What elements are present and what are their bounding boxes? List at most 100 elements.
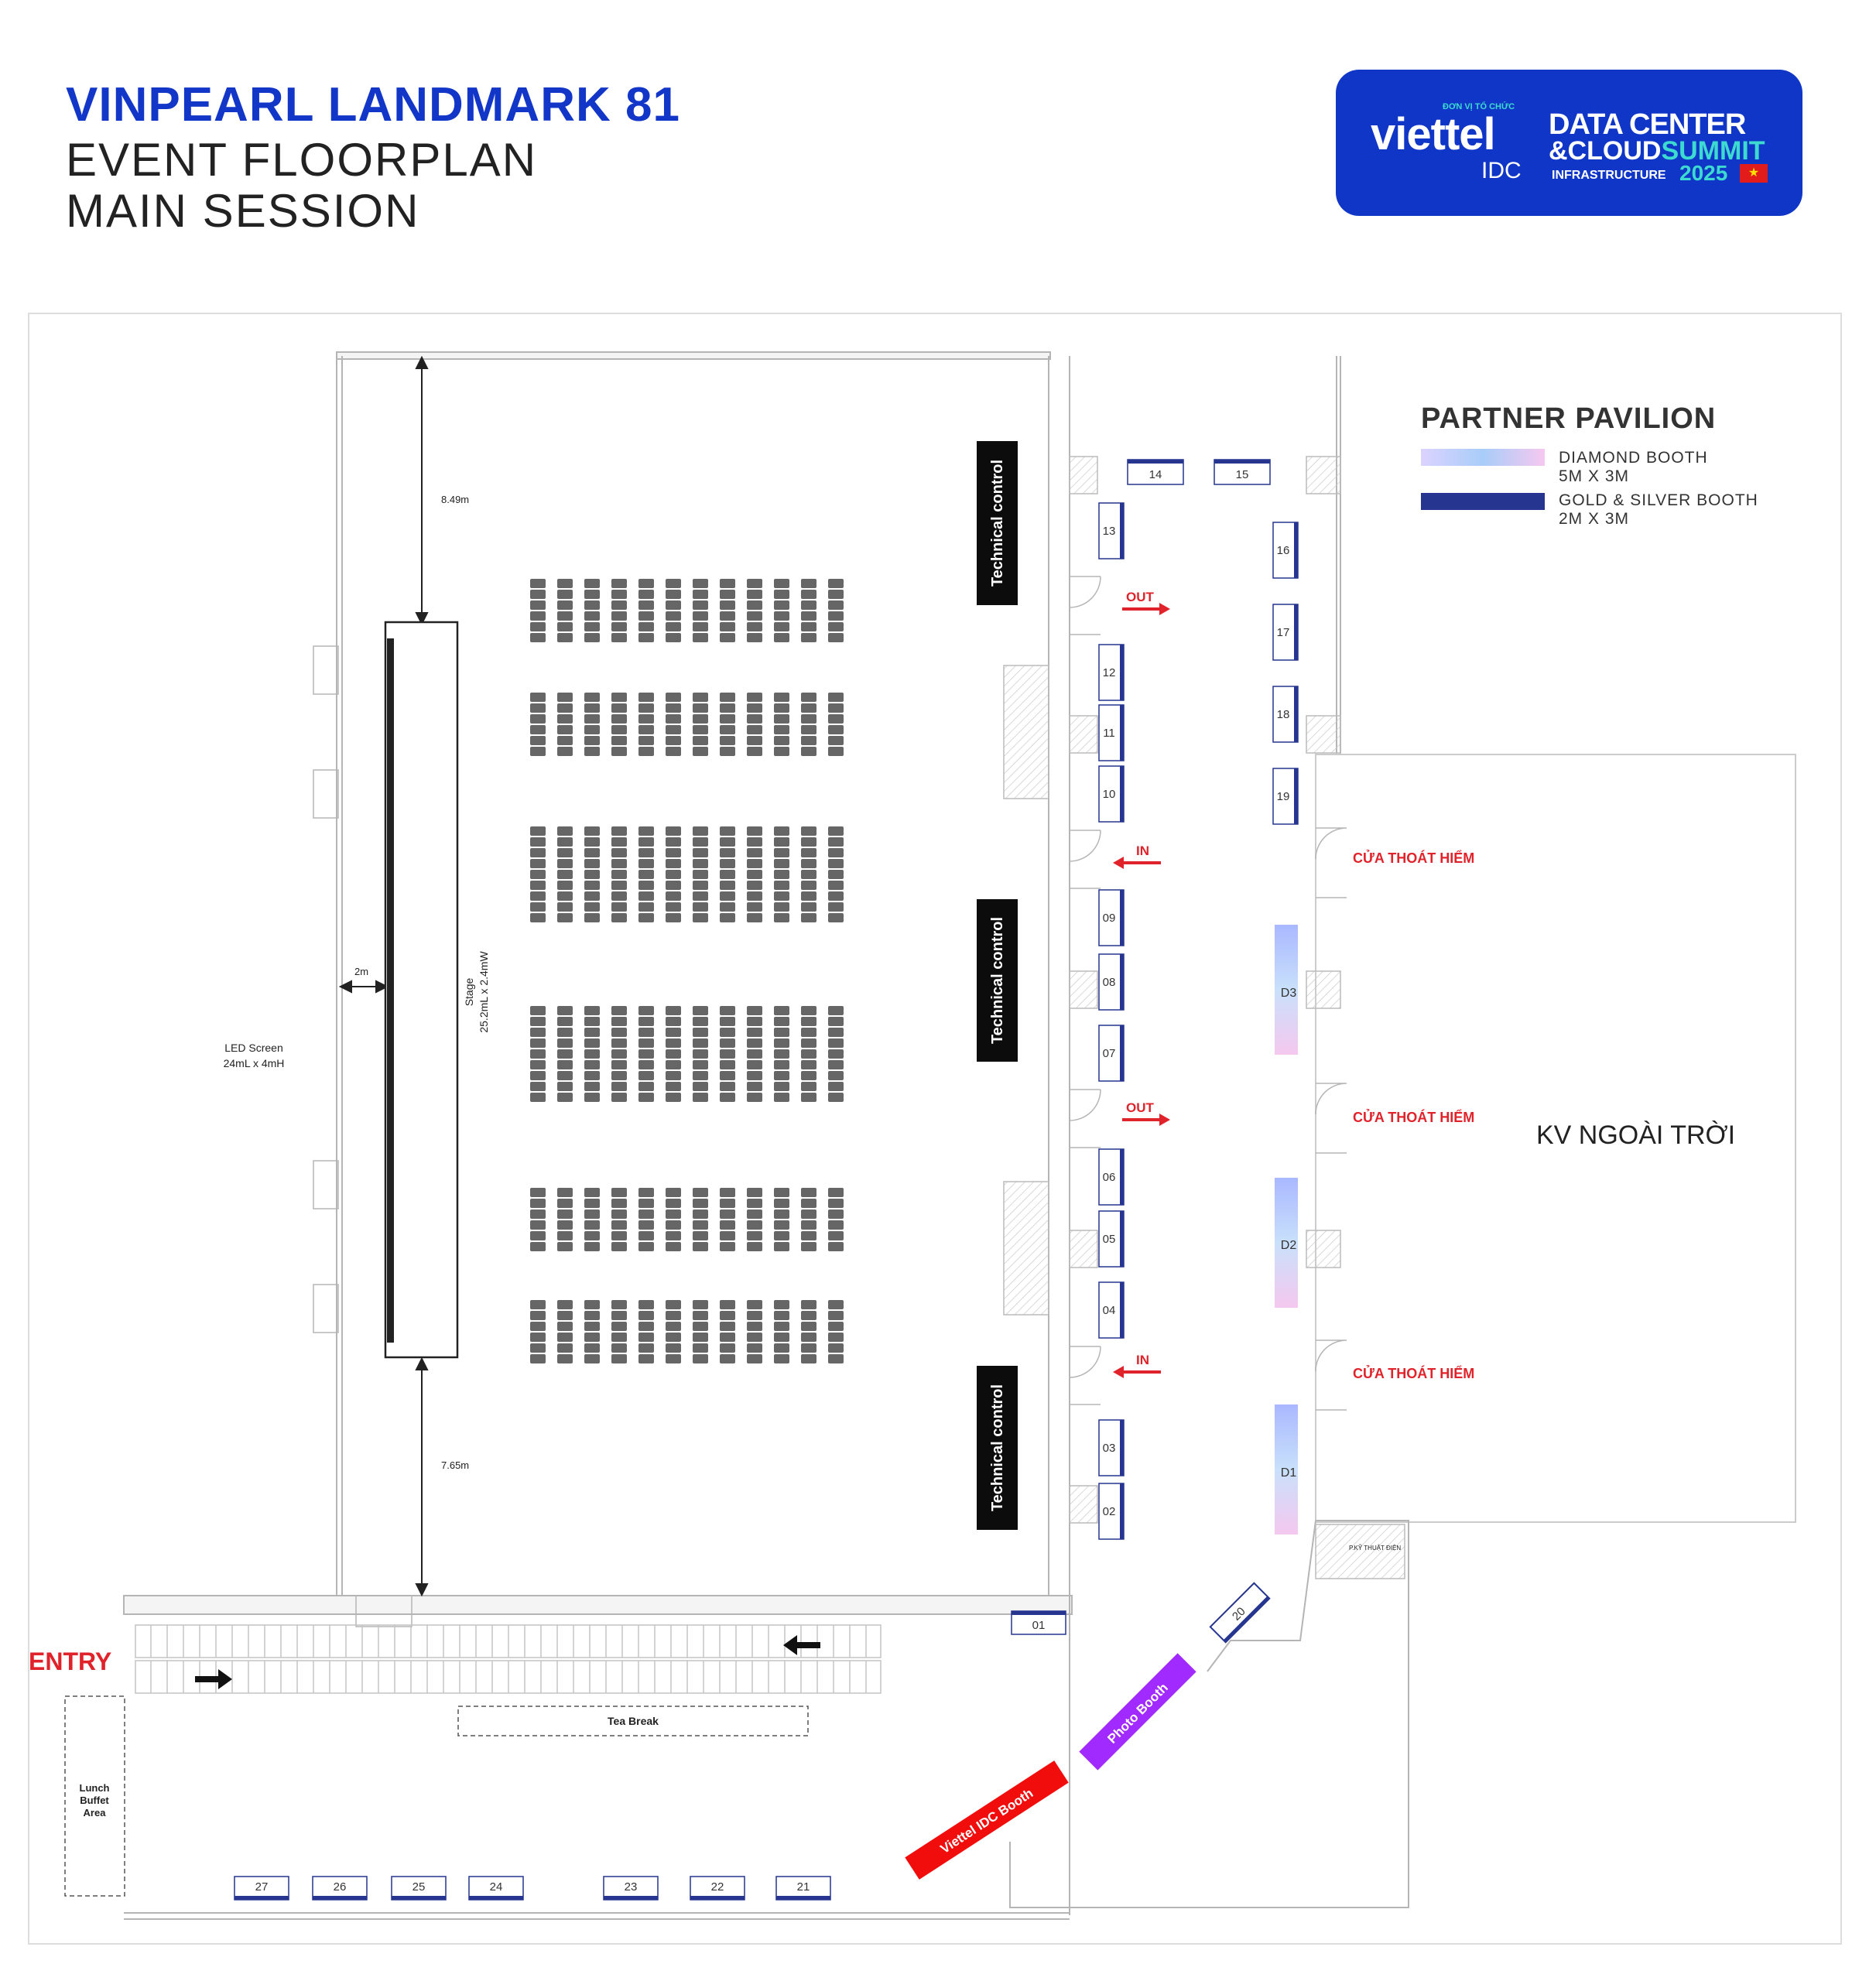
seat (801, 1322, 816, 1331)
seat (801, 1060, 816, 1069)
booth-18-stripe (1294, 686, 1298, 742)
seat (530, 870, 546, 879)
seat (828, 1071, 844, 1080)
photo-booth-label: Photo Booth (1104, 1680, 1171, 1747)
seat (611, 1188, 627, 1197)
seat (666, 633, 681, 642)
seat (747, 881, 762, 890)
seat (638, 1188, 654, 1197)
lunch-label-2: Buffet (80, 1795, 109, 1806)
seat (828, 1082, 844, 1091)
seat (828, 590, 844, 599)
booth-07-shape (1098, 1025, 1125, 1082)
seat (828, 891, 844, 901)
seat (530, 1354, 546, 1363)
seat (801, 826, 816, 836)
seat (557, 1188, 573, 1197)
seat (774, 1199, 789, 1208)
seat (557, 1322, 573, 1331)
seat (747, 891, 762, 901)
booth-22-label: 22 (711, 1880, 724, 1894)
seat (774, 590, 789, 599)
seat (666, 837, 681, 847)
booth-shapes (234, 459, 1299, 1901)
seat (638, 600, 654, 610)
seat (666, 1311, 681, 1320)
seat (611, 1343, 627, 1353)
seat (693, 1333, 708, 1342)
seat (693, 693, 708, 702)
seat (720, 703, 735, 713)
seat (611, 714, 627, 724)
seat (584, 693, 600, 702)
seat (801, 1354, 816, 1363)
seat (611, 1311, 627, 1320)
seat (638, 1093, 654, 1102)
seat (720, 881, 735, 890)
seat (801, 725, 816, 734)
technical-control-2: Technical control (989, 917, 1006, 1044)
seat (720, 1017, 735, 1026)
seat (720, 1242, 735, 1251)
seat (557, 1028, 573, 1037)
seat (693, 590, 708, 599)
seat (557, 870, 573, 879)
seat (530, 1209, 546, 1219)
seat (666, 1188, 681, 1197)
stage-label: Stage (463, 977, 475, 1006)
seat (530, 590, 546, 599)
seat (666, 611, 681, 621)
seat (774, 611, 789, 621)
seat (557, 837, 573, 847)
entry-label: ENTRY (29, 1647, 111, 1675)
seat (693, 600, 708, 610)
plan-border (28, 313, 1842, 1945)
seat (557, 693, 573, 702)
seat (638, 1300, 654, 1309)
seat (611, 1199, 627, 1208)
booth-25-stripe (392, 1896, 446, 1900)
booth-24-label: 24 (490, 1880, 503, 1894)
seat (584, 703, 600, 713)
seat (693, 633, 708, 642)
seat (584, 891, 600, 901)
seat (693, 1049, 708, 1059)
seat (747, 848, 762, 857)
seat (530, 747, 546, 756)
seat (747, 1199, 762, 1208)
seat (638, 1209, 654, 1219)
seat (666, 736, 681, 745)
seat (638, 736, 654, 745)
seat (693, 913, 708, 922)
booth-06-stripe (1120, 1149, 1124, 1205)
seat (638, 622, 654, 631)
event-year: 2025 (1679, 161, 1728, 185)
seat (638, 1038, 654, 1048)
seat (693, 859, 708, 868)
booth-16-label: 16 (1277, 544, 1290, 557)
diamond-size: 5M X 3M (1559, 467, 1630, 485)
seat (530, 902, 546, 912)
legend-title: PARTNER PAVILION (1421, 402, 1717, 435)
seat (666, 1028, 681, 1037)
seat (693, 837, 708, 847)
seat (828, 1028, 844, 1037)
seat (801, 1209, 816, 1219)
seat (638, 891, 654, 901)
seat (638, 1006, 654, 1015)
seat (611, 859, 627, 868)
seat (611, 693, 627, 702)
seat (530, 600, 546, 610)
seat (530, 1220, 546, 1230)
seat (666, 1300, 681, 1309)
seat (557, 1220, 573, 1230)
seat (693, 714, 708, 724)
in-label-1: IN (1136, 843, 1149, 858)
seat (747, 1242, 762, 1251)
brand-name: viettel (1371, 109, 1496, 159)
seat (828, 1333, 844, 1342)
seat (530, 579, 546, 588)
seat (557, 1049, 573, 1059)
seat (720, 725, 735, 734)
